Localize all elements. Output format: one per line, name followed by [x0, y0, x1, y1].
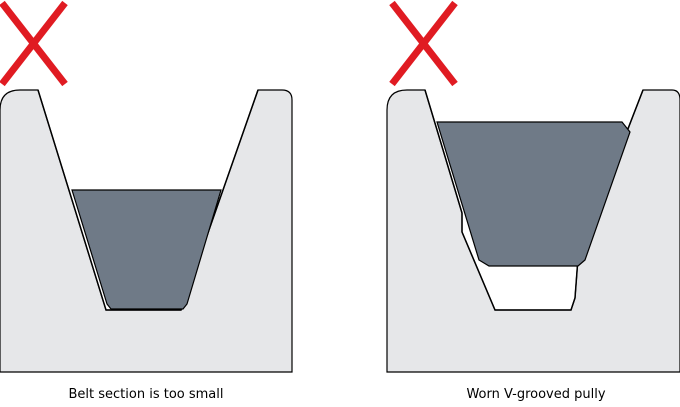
- v-belt-right: [436, 121, 631, 267]
- groove-outline-left: [37, 89, 259, 311]
- panel-worn-pulley: [386, 0, 680, 373]
- reject-x-icon: [389, 0, 458, 87]
- pulley-body-left: [0, 89, 293, 373]
- caption-worn-pulley: Worn V-grooved pully: [466, 387, 606, 402]
- v-belt-left: [71, 189, 222, 310]
- caption-belt-too-small: Belt section is too small: [68, 387, 224, 402]
- panel-belt-too-small: [0, 0, 293, 373]
- reject-x-icon: [0, 0, 68, 87]
